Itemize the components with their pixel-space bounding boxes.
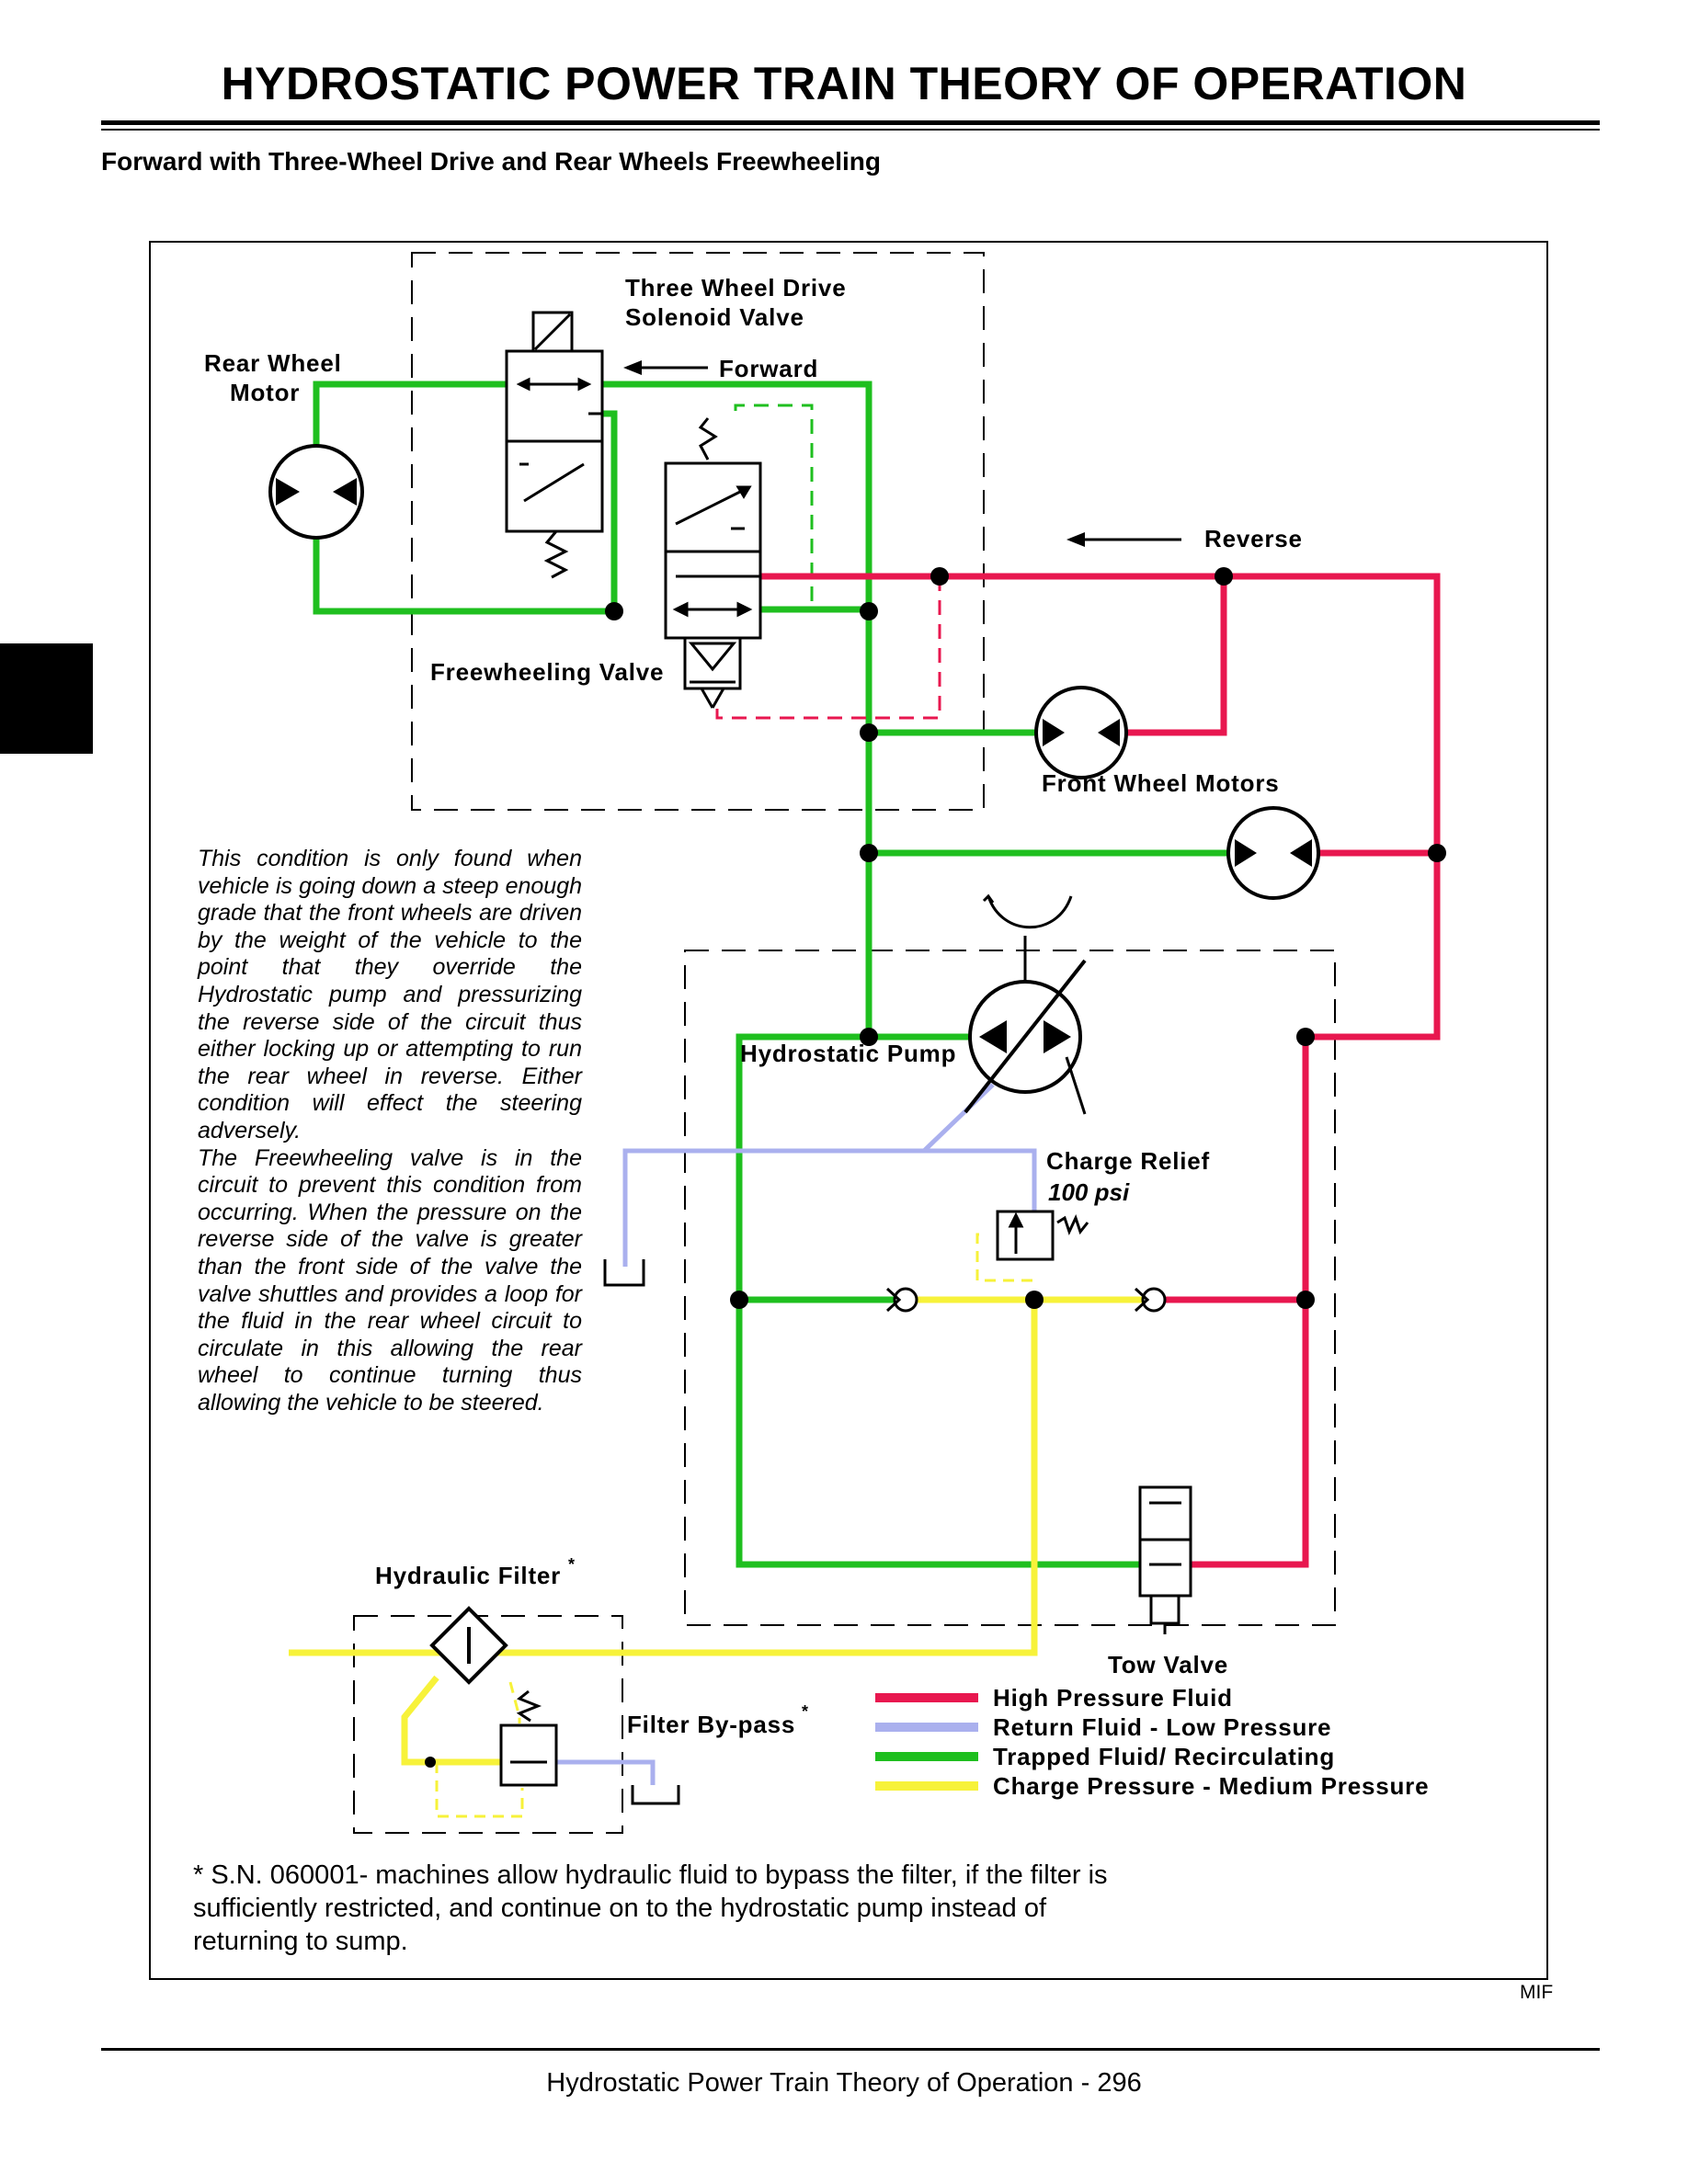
junction-dot <box>1296 1291 1315 1309</box>
sump-icon <box>631 1785 680 1805</box>
junction-dot <box>860 602 878 620</box>
reverse-line <box>760 573 1441 1041</box>
page-subtitle: Forward with Three-Wheel Drive and Rear … <box>101 147 881 176</box>
pilot-red-dashed-line <box>715 576 941 720</box>
component-boundaries <box>353 252 1336 1834</box>
junction-dot <box>425 1757 436 1768</box>
filter-bypass-label: Filter By-pass <box>627 1711 795 1738</box>
hydraulic-filter-asterisk: * <box>568 1555 575 1574</box>
forward-label: Forward <box>719 355 818 382</box>
header-rule-thin <box>101 129 1600 131</box>
solenoid-valve <box>505 311 604 579</box>
three-wheel-drive-label: Three Wheel Drive <box>625 274 846 301</box>
reverse-arrow-icon <box>1066 532 1085 547</box>
note-paragraph-2: The Freewheeling valve is in the circuit… <box>198 1144 582 1416</box>
forward-arrow-icon <box>623 360 642 375</box>
legend-label-high: High Pressure Fluid <box>993 1684 1233 1712</box>
front-wheel-motor-2 <box>1226 806 1320 900</box>
header-rule <box>101 120 1600 125</box>
charge-feed-line <box>289 1300 1038 1656</box>
mif-marker: MIF <box>1520 1982 1554 2003</box>
filter-bypass-line <box>401 1675 504 1766</box>
serial-number-footnote: * S.N. 060001- machines allow hydraulic … <box>193 1860 1108 1956</box>
junction-dot <box>860 1028 878 1046</box>
direction-arrows <box>623 360 1181 547</box>
valve-block-boundary <box>411 252 985 811</box>
bypass-pilot-line <box>435 1681 524 1818</box>
legend-swatch-trapped <box>875 1752 978 1761</box>
hydrostatic-pump-label: Hydrostatic Pump <box>740 1040 956 1067</box>
relief-return-line <box>924 1148 1037 1213</box>
filter-bypass-asterisk: * <box>802 1702 808 1721</box>
page-title: HYDROSTATIC POWER TRAIN THEORY OF OPERAT… <box>221 58 1467 109</box>
pilot-green-dashed-line <box>734 404 814 609</box>
charge-relief-psi-label: 100 psi <box>1048 1178 1130 1206</box>
solenoid-valve-label: Solenoid Valve <box>625 303 804 331</box>
tow-valve <box>1138 1485 1192 1634</box>
junction-dot <box>860 723 878 742</box>
tow-valve-label: Tow Valve <box>1108 1651 1228 1678</box>
sump-icon <box>603 1259 645 1287</box>
legend-swatch-return <box>875 1723 978 1732</box>
freewheeling-valve-label: Freewheeling Valve <box>430 658 664 686</box>
filter-block-boundary <box>353 1615 623 1834</box>
front-wheel-motor-1 <box>1034 686 1128 779</box>
note-paragraph-1: This condition is only found when vehicl… <box>198 846 582 1143</box>
footer-rule <box>101 2048 1600 2051</box>
section-tab-marker <box>0 643 93 754</box>
reverse-label: Reverse <box>1204 525 1303 552</box>
rear-wheel-label: Rear Wheel <box>204 349 342 377</box>
legend-swatch-high <box>875 1693 978 1702</box>
legend-label-trapped: Trapped Fluid/ Recirculating <box>993 1743 1335 1770</box>
return-lines <box>556 1083 1037 1785</box>
tank-symbols <box>603 1259 680 1805</box>
legend: High Pressure Fluid Return Fluid - Low P… <box>875 1684 1429 1800</box>
check-valves <box>885 1287 1167 1313</box>
case-drain-line <box>622 1083 995 1267</box>
charge-relief-valve <box>996 1210 1089 1261</box>
hydraulic-filter-label: Hydraulic Filter <box>375 1562 561 1589</box>
junction-dot <box>605 602 623 620</box>
charge-relief-label: Charge Relief <box>1046 1147 1210 1175</box>
junction-dot <box>860 844 878 862</box>
front-wheel-motors-label: Front Wheel Motors <box>1042 769 1280 797</box>
bypass-return-line <box>556 1759 656 1785</box>
junction-dots <box>425 567 1446 1768</box>
junction-dot <box>1025 1291 1044 1309</box>
page-footer: Hydrostatic Power Train Theory of Operat… <box>546 2068 1142 2098</box>
diagram-frame <box>149 241 1548 1980</box>
filter-bypass-valve <box>499 1689 558 1787</box>
check-valve <box>893 1287 918 1313</box>
legend-swatch-charge <box>875 1781 978 1791</box>
junction-dot <box>1296 1028 1315 1046</box>
hydrostatic-pump <box>964 893 1087 1115</box>
freewheeling-valve <box>664 417 762 709</box>
junction-dot <box>930 567 949 586</box>
hydraulic-filter <box>429 1606 508 1685</box>
motor-label: Motor <box>230 379 300 406</box>
legend-label-return: Return Fluid - Low Pressure <box>993 1713 1331 1741</box>
legend-label-charge: Charge Pressure - Medium Pressure <box>993 1772 1429 1800</box>
junction-dot <box>1215 567 1233 586</box>
check-valve <box>1141 1287 1167 1313</box>
junction-dot <box>1428 844 1446 862</box>
high-pressure-lines <box>760 573 1441 1568</box>
pump-right-loop-line <box>1186 1037 1309 1568</box>
junction-dot <box>730 1291 748 1309</box>
forward-supply-line <box>588 381 873 1037</box>
front-motor-reverse-line <box>1126 576 1227 736</box>
charge-relief-pilot-line <box>975 1233 1034 1282</box>
rear-wheel-motor <box>268 444 364 540</box>
operation-note: This condition is only found when vehicl… <box>198 846 582 1416</box>
